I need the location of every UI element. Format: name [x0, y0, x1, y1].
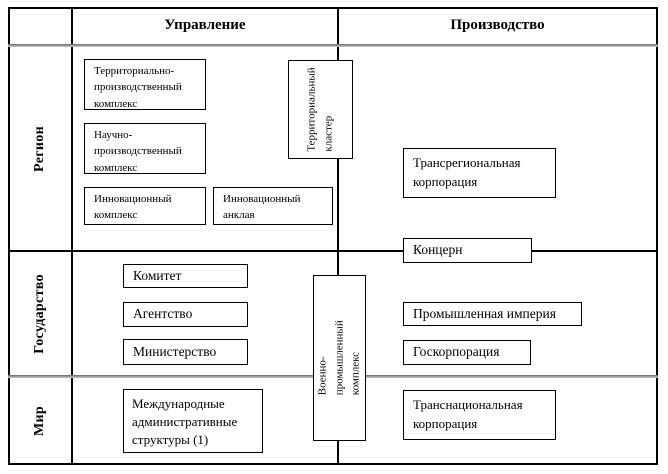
box-agency: Агентство	[123, 302, 248, 327]
box-territorial-cluster: Территориальный кластер	[288, 60, 353, 159]
box-territorial-production-complex: Территориально-производственный комплекс	[84, 59, 206, 110]
box-transnational-corporation: Транснациональная корпорация	[403, 390, 556, 440]
box-innovation-enclave: Инновационный анклав	[213, 187, 333, 225]
management-production-divider-line	[337, 7, 339, 465]
box-industrial-empire: Промышленная империя	[403, 302, 582, 326]
header-bottom-divider-line	[8, 44, 658, 47]
box-military-industrial-complex: Военно-промышленный комплекс	[313, 275, 366, 441]
row-label-region: Регион	[31, 125, 47, 172]
row-label-state: Государство	[31, 273, 47, 354]
row-header-divider-line	[71, 7, 73, 465]
box-transregional-corporation: Трансрегиональная корпорация	[403, 148, 556, 198]
box-international-admin-structures: Международные административные структуры…	[123, 389, 263, 453]
row-label-world: Мир	[31, 406, 47, 436]
column-header-production: Производство	[450, 16, 545, 33]
column-header-management: Управление	[164, 16, 246, 33]
outer-border	[8, 7, 658, 465]
box-state-corporation: Госкорпорация	[403, 340, 531, 365]
box-committee: Комитет	[123, 264, 248, 288]
box-innovation-complex: Инновационный комплекс	[84, 187, 206, 225]
box-concern: Концерн	[403, 238, 532, 263]
box-scientific-production-complex: Научно-производственный комплекс	[84, 123, 206, 174]
region-state-divider-line	[8, 250, 658, 252]
box-ministry: Министерство	[123, 339, 248, 365]
